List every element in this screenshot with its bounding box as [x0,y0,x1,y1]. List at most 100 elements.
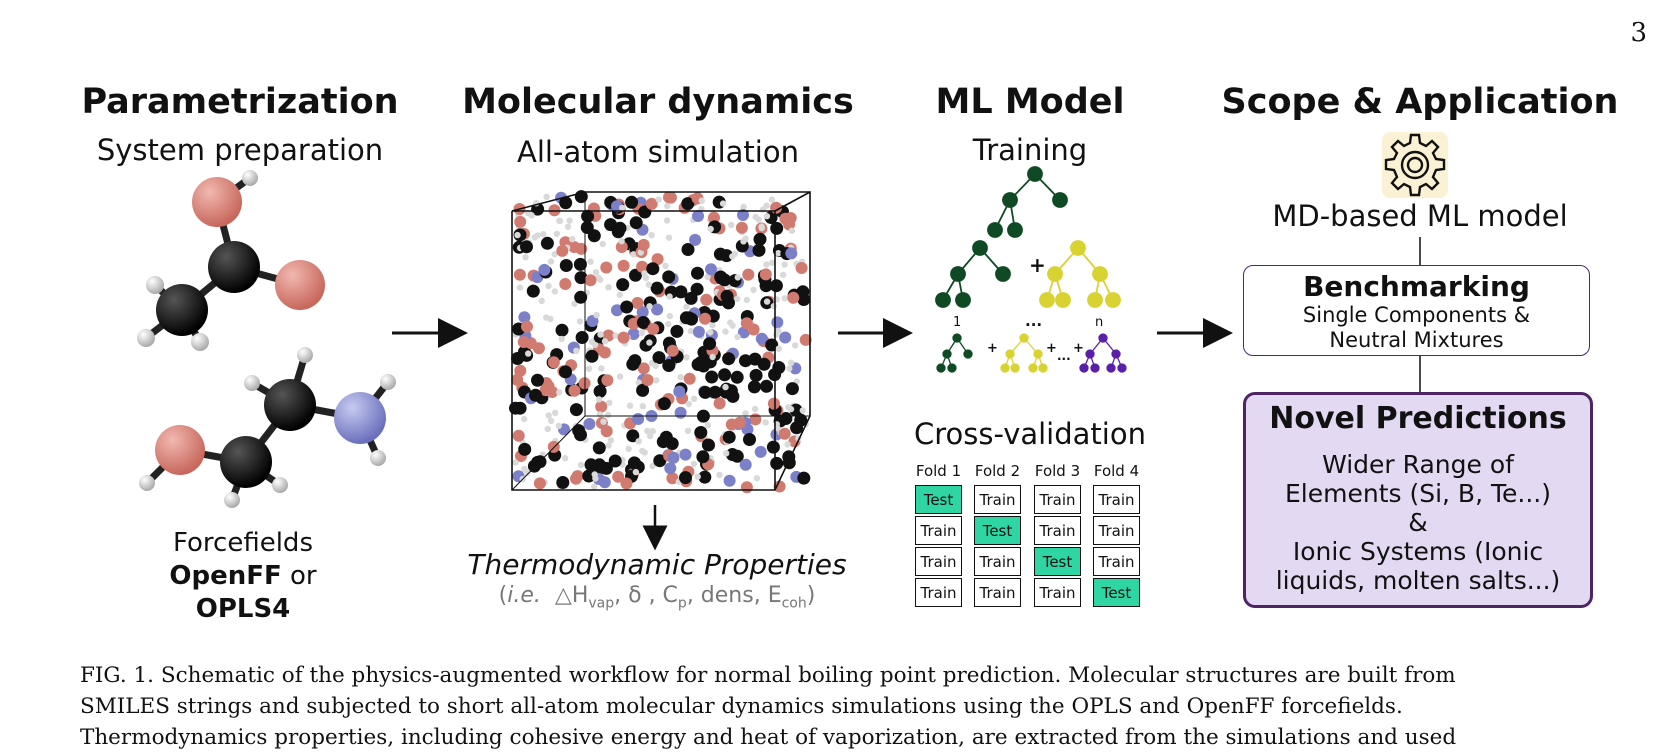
simulation-atom [596,411,604,418]
ensemble-trees: + 1 ... n + + ... + [935,166,1127,373]
novel-title: Novel Predictions [1269,401,1567,436]
simulation-atom [662,270,676,284]
nitrogen-atom [334,392,386,444]
carbon-atom [156,284,208,336]
simulation-atom [548,204,561,217]
simulation-atom [755,332,768,345]
simulation-atom [556,217,563,224]
ensemble-label-n: n [1095,315,1103,330]
simulation-atom [626,402,634,409]
simulation-atom [752,243,766,257]
simulation-atom [763,298,771,305]
simulation-atom [784,441,791,448]
mini-plus: + [1073,341,1084,356]
oxygen-atom [192,177,242,227]
simulation-atom [619,204,626,212]
simulation-atom [664,462,677,475]
cv-train-cell: Train [915,516,962,545]
hydrogen-atom [242,170,258,186]
simulation-atom [559,365,572,379]
simulation-atom [775,250,782,257]
simulation-atom [564,223,572,230]
simulation-atom [662,359,676,372]
simulation-atom [545,412,552,419]
simulation-atom [512,459,519,466]
simulation-atom [646,303,653,310]
simulation-atom [642,274,650,282]
simulation-atom [618,238,625,245]
benchmarking-line1: Single Components & [1302,303,1531,327]
simulation-atom [708,385,722,399]
simulation-atom [571,300,578,307]
novel-line4: Ionic Systems (Ionic [1292,537,1544,566]
simulation-atom [689,233,702,246]
simulation-atom [611,304,623,317]
simulation-atom [723,474,736,487]
simulation-atom [787,291,800,304]
simulation-atom [795,262,808,274]
simulation-atom [666,293,673,300]
simulation-atom [651,253,664,266]
simulation-atom [729,253,736,260]
simulation-atom [511,352,524,365]
simulation-atom [684,427,692,435]
simulation-atom [637,249,644,256]
simulation-atom [694,426,708,439]
simulation-atom [723,450,730,457]
simulation-atom [690,395,698,402]
simulation-atom [648,232,655,239]
simulation-atom [569,403,583,417]
hydrogen-atom [224,492,240,508]
simulation-atom [673,385,686,398]
simulation-atom [722,383,729,391]
simulation-atom [540,231,547,238]
simulation-atom [778,427,791,440]
simulation-atom [555,422,562,430]
simulation-atom [584,458,598,472]
simulation-atom [714,271,728,285]
simulation-atom [653,377,660,384]
simulation-atom [552,409,559,417]
simulation-atom [514,364,527,377]
simulation-atom [646,432,654,440]
simulation-atom [627,456,641,470]
simulation-atom [520,240,533,254]
simulation-atom [547,258,555,265]
simulation-atom [595,400,608,413]
simulation-atom [600,261,613,274]
simulation-atom [722,352,736,366]
caption-line-2: SMILES strings and subjected to short al… [80,694,1403,719]
thermo-dh-sub: vap [588,595,615,612]
simulation-atom [722,430,736,444]
simulation-atom [757,357,771,371]
simulation-atom [707,225,714,233]
simulation-atom [558,335,565,343]
simulation-atom [684,291,698,305]
simulation-atom [605,284,612,291]
simulation-atom [799,407,806,414]
simulation-atom [600,425,613,438]
simulation-atom [581,209,595,223]
simulation-atom [575,331,589,344]
simulation-atom [683,354,690,361]
hydrogen-atom [370,450,386,466]
simulation-atom [663,191,675,204]
simulation-atom [601,338,609,345]
simulation-atom [527,459,541,473]
title-parametrization: Parametrization [81,82,399,122]
simulation-atom [768,196,775,203]
hydrogen-atom [297,347,313,363]
simulation-atom [690,282,704,296]
simulation-atom [545,282,552,290]
cv-train-cell: Train [1093,485,1140,514]
fold-header: Fold 1 [915,462,962,480]
simulation-atom [553,230,560,237]
simulation-atom [568,384,581,397]
simulation-atom [544,425,551,433]
simulation-atom [556,244,569,257]
simulation-atom [542,380,555,393]
simulation-atom [740,481,753,494]
simulation-atom [521,320,533,333]
simulation-atom [725,448,739,461]
